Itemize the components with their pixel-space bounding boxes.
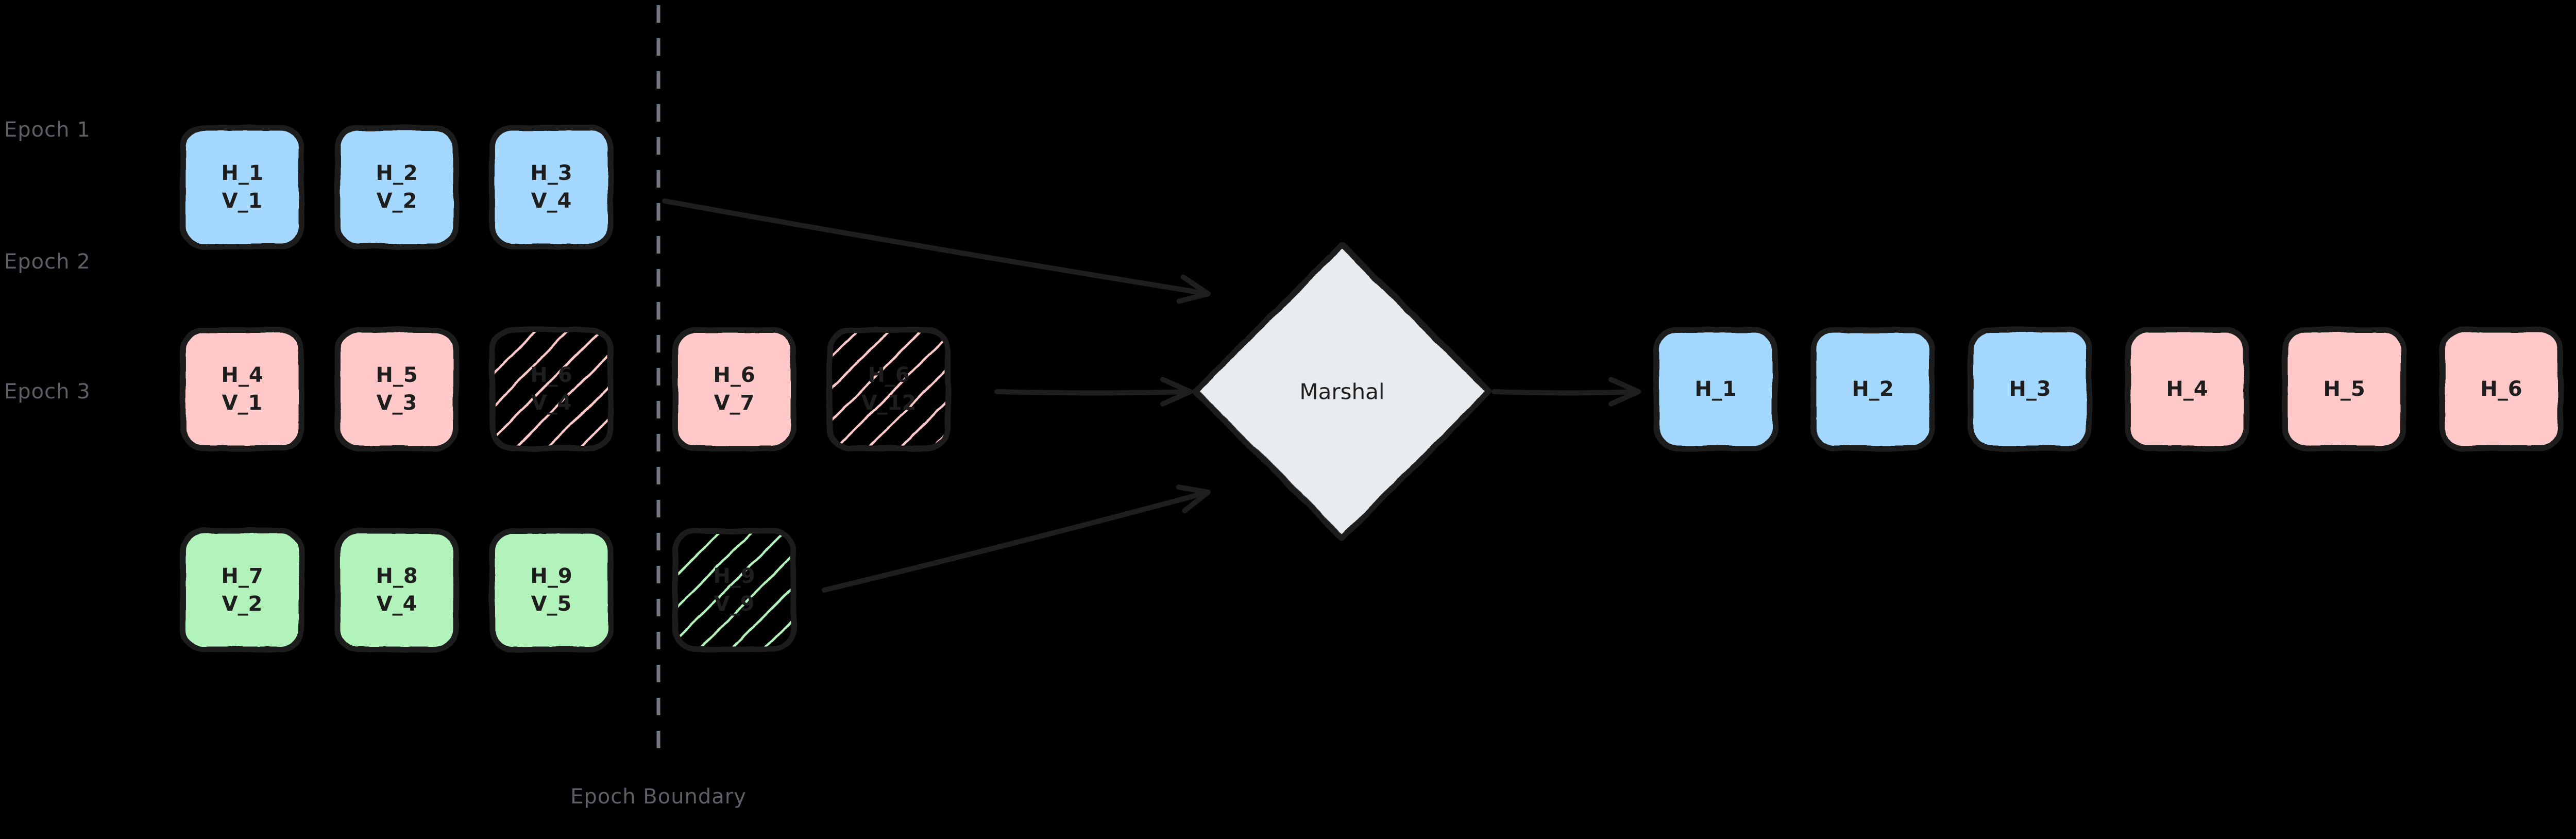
output-node-2[interactable] (1810, 327, 1935, 451)
arrow-epoch1-to-marshal (662, 198, 1211, 304)
epoch-row-label-2: Epoch 2 (4, 250, 91, 274)
output-node-4[interactable] (2125, 327, 2249, 451)
input-node-blue-3[interactable] (489, 125, 614, 249)
input-node-pink-1[interactable] (180, 327, 304, 451)
arrow-epoch3-to-marshal (822, 484, 1211, 593)
epoch-row-label-1: Epoch 1 (4, 118, 91, 142)
epoch-row-label-3: Epoch 3 (4, 380, 91, 404)
input-node-pink-4[interactable] (672, 327, 796, 451)
output-node-1[interactable] (1653, 327, 1778, 451)
input-node-green-3[interactable] (489, 528, 614, 652)
input-node-green-1[interactable] (180, 528, 304, 652)
arrow-epoch2-to-marshal (994, 377, 1193, 407)
marshal-processor-node[interactable] (1192, 242, 1492, 542)
input-node-green-4[interactable] (672, 528, 796, 652)
arrow-marshal-to-output (1492, 377, 1641, 407)
input-node-pink-5[interactable] (826, 327, 951, 451)
input-node-pink-3[interactable] (489, 327, 614, 451)
output-node-6[interactable] (2439, 327, 2564, 451)
input-node-green-2[interactable] (334, 528, 459, 652)
epoch-boundary-label: Epoch Boundary (570, 785, 747, 809)
marshal-processor-label: Marshal (1299, 379, 1385, 405)
input-node-pink-2[interactable] (334, 327, 459, 451)
input-node-blue-2[interactable] (334, 125, 459, 249)
output-node-5[interactable] (2282, 327, 2406, 451)
output-node-3[interactable] (1968, 327, 2092, 451)
input-node-blue-1[interactable] (180, 125, 304, 249)
